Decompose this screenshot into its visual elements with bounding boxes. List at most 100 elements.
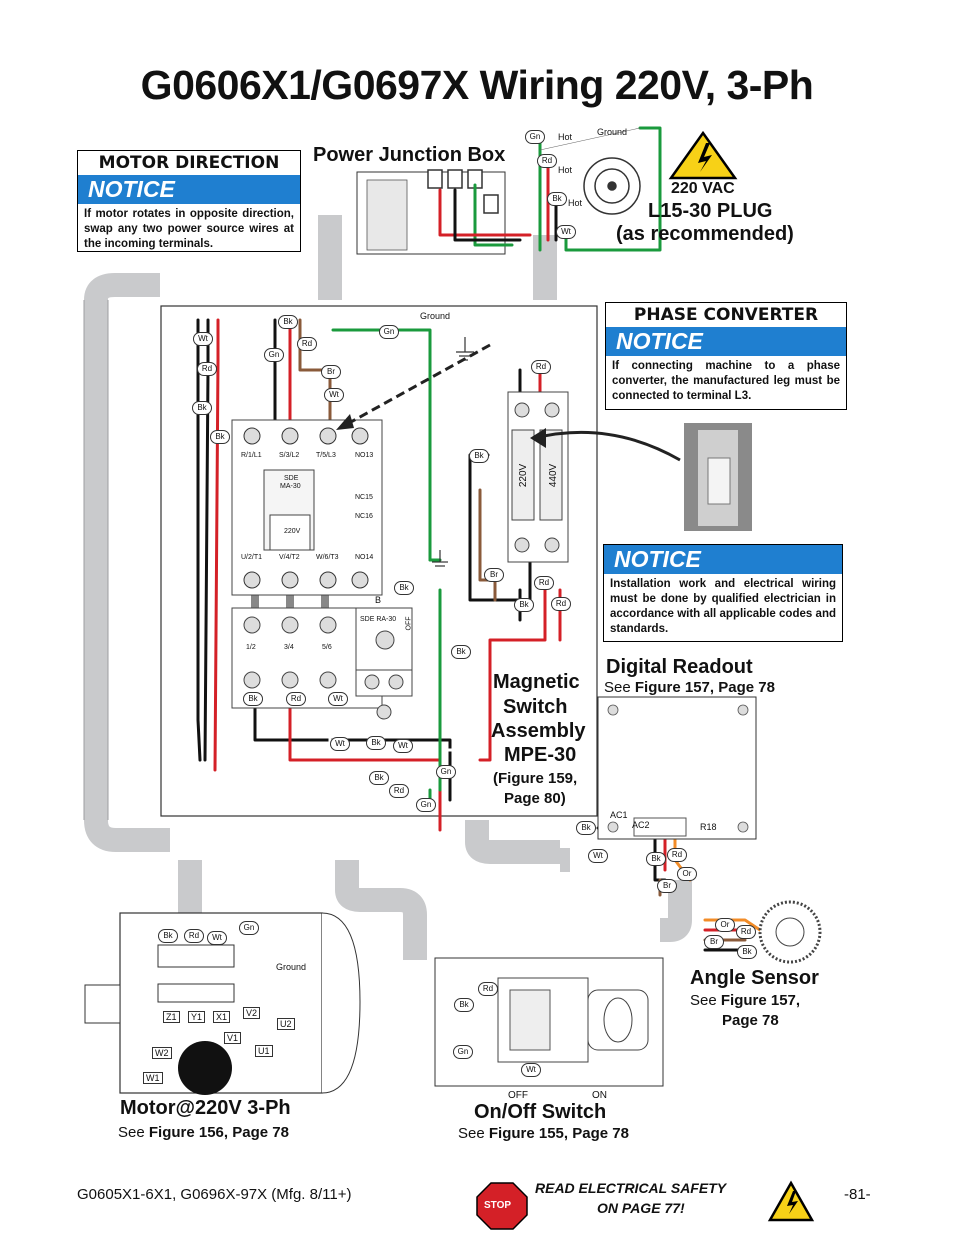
magnetic-switch-ref-a: (Figure 159, (493, 770, 578, 787)
phase-converter-text: If connecting machine to a phase convert… (612, 360, 840, 402)
wire-tag-bk: Bk (210, 430, 230, 444)
plug-hot-1: Hot (558, 132, 573, 142)
notice-band: NOTICE (604, 545, 842, 574)
warning-icon-top (668, 130, 738, 180)
plug-ground: Ground (597, 127, 628, 137)
magnetic-switch-label-3: Assembly (491, 720, 586, 742)
plug (583, 157, 641, 215)
wire-tag-wt: Wt (588, 849, 608, 863)
motor-direction-notice: MOTOR DIRECTION NOTICE If motor rotates … (77, 150, 301, 252)
motor-term-u2: U2 (277, 1018, 295, 1030)
contactor-b: B (375, 595, 382, 605)
contactor-nc15: NC15 (355, 494, 373, 501)
wire-tag-or: Or (677, 867, 697, 881)
contactor-term-no13: NO13 (355, 452, 374, 459)
wire-tag-rd: Rd (667, 848, 687, 862)
magnetic-switch-label-4: MPE-30 (504, 744, 577, 766)
motor-term-w1: W1 (143, 1072, 163, 1084)
motor-term-y1: Y1 (188, 1011, 206, 1023)
wire-tag-wt: Wt (393, 739, 413, 753)
contactor-term-t5: T/5/L3 (316, 452, 336, 459)
see-text: See (458, 1125, 485, 1142)
r18-label: R18 (700, 822, 717, 832)
plug-voltage: 220 VAC (671, 180, 735, 197)
see-text: See (118, 1124, 145, 1141)
wire-tag-rd: Rd (534, 576, 554, 590)
wire-tag-bk: Bk (366, 736, 386, 750)
wire-tag-br: Br (657, 879, 677, 893)
install-text: Installation work and electrical wiring … (610, 578, 836, 635)
contactor-model-2: MA-30 (280, 483, 301, 490)
motor-ref: See Figure 156, Page 78 (118, 1124, 289, 1141)
angle-sensor-coil (758, 900, 822, 964)
wire-tag-gn: Gn (416, 798, 436, 812)
wire-tag-bk: Bk (451, 645, 471, 659)
wire-tag-or: Or (715, 918, 735, 932)
wire-tag-bk: Bk (192, 401, 212, 415)
magnetic-switch-label-1: Magnetic (493, 671, 580, 693)
footer-model: G0605X1-6X1, G0696X-97X (Mfg. 8/11+) (77, 1186, 352, 1203)
overload-off: OFF (405, 616, 413, 631)
contactor-term-no14: NO14 (355, 554, 374, 561)
ac2-label: AC2 (632, 820, 650, 830)
magnetic-switch-label-2: Switch (503, 696, 568, 718)
notice-band: NOTICE (606, 327, 846, 356)
wire-tag-rd: Rd (478, 982, 498, 996)
wire-tag-bk: Bk (576, 821, 596, 835)
wire-tag-gn: Gn (436, 765, 456, 779)
ref-text: Figure 159, (498, 770, 578, 787)
warning-icon-bottom (767, 1180, 815, 1222)
transformer-220v: 220V (518, 463, 530, 488)
wire-tag-rd: Rd (197, 362, 217, 376)
wire-tag-bk: Bk (646, 852, 666, 866)
wire-tag-br: Br (321, 365, 341, 379)
wire-tag-bk: Bk (547, 192, 567, 206)
panel-ground: Ground (420, 311, 451, 321)
stop-sign-text: STOP (484, 1200, 512, 1211)
wire-tag-gn: Gn (453, 1045, 473, 1059)
onoff-off: OFF (508, 1090, 528, 1101)
phase-converter-heading: PHASE CONVERTER (633, 305, 819, 325)
install-notice: NOTICE Installation work and electrical … (603, 544, 843, 642)
plug-type: L15-30 PLUG (648, 200, 773, 222)
wire-tag-br: Br (704, 935, 724, 949)
footer-safety-1: READ ELECTRICAL SAFETY (535, 1180, 727, 1196)
wire-tag-bk: Bk (243, 692, 263, 706)
wire-tag-gn: Gn (525, 130, 545, 144)
wire-tag-gn: Gn (264, 348, 284, 362)
motor-term-u1: U1 (255, 1045, 273, 1057)
transformer-photo (684, 423, 752, 531)
transformer-440v: 440V (548, 463, 560, 488)
plug-hot-2: Hot (558, 165, 573, 175)
contactor-screws (243, 427, 369, 589)
wire-tag-rd: Rd (537, 154, 557, 168)
onoff-ref: See Figure 155, Page 78 (458, 1125, 629, 1142)
contactor-term-v4: V/4/T2 (279, 554, 300, 561)
angle-sensor-label: Angle Sensor (690, 967, 819, 989)
magnetic-switch-ref-b: Page 80) (504, 790, 566, 807)
motor-ground: Ground (276, 962, 307, 972)
wire-tag-rd: Rd (297, 337, 317, 351)
overload (231, 607, 413, 720)
wire-tag-bk: Bk (369, 771, 389, 785)
wire-tag-rd: Rd (389, 784, 409, 798)
wire-tag-gn: Gn (379, 325, 399, 339)
wire-tag-bk: Bk (737, 945, 757, 959)
contactor-term-r1: R/1/L1 (241, 452, 262, 459)
wire-tag-wt: Wt (521, 1063, 541, 1077)
wire-tag-bk: Bk (514, 598, 534, 612)
ref-text: Figure 157, Page 78 (634, 679, 775, 696)
wire-tag-br: Br (484, 568, 504, 582)
ac1-label: AC1 (610, 810, 628, 820)
wire-tag-gn: Gn (239, 921, 259, 935)
ref-text: Figure 157, (720, 992, 801, 1009)
onoff-on: ON (592, 1090, 607, 1101)
wire-tag-bk: Bk (278, 315, 298, 329)
conduits (84, 215, 692, 960)
wire-tag-rd: Rd (286, 692, 306, 706)
motor-label: Motor@220V 3-Ph (120, 1097, 291, 1119)
digital-readout-ref: See Figure 157, Page 78 (604, 679, 775, 696)
wire-tag-wt: Wt (193, 332, 213, 346)
wire-tag-wt: Wt (324, 388, 344, 402)
ref-text: Figure 155, Page 78 (488, 1125, 629, 1142)
